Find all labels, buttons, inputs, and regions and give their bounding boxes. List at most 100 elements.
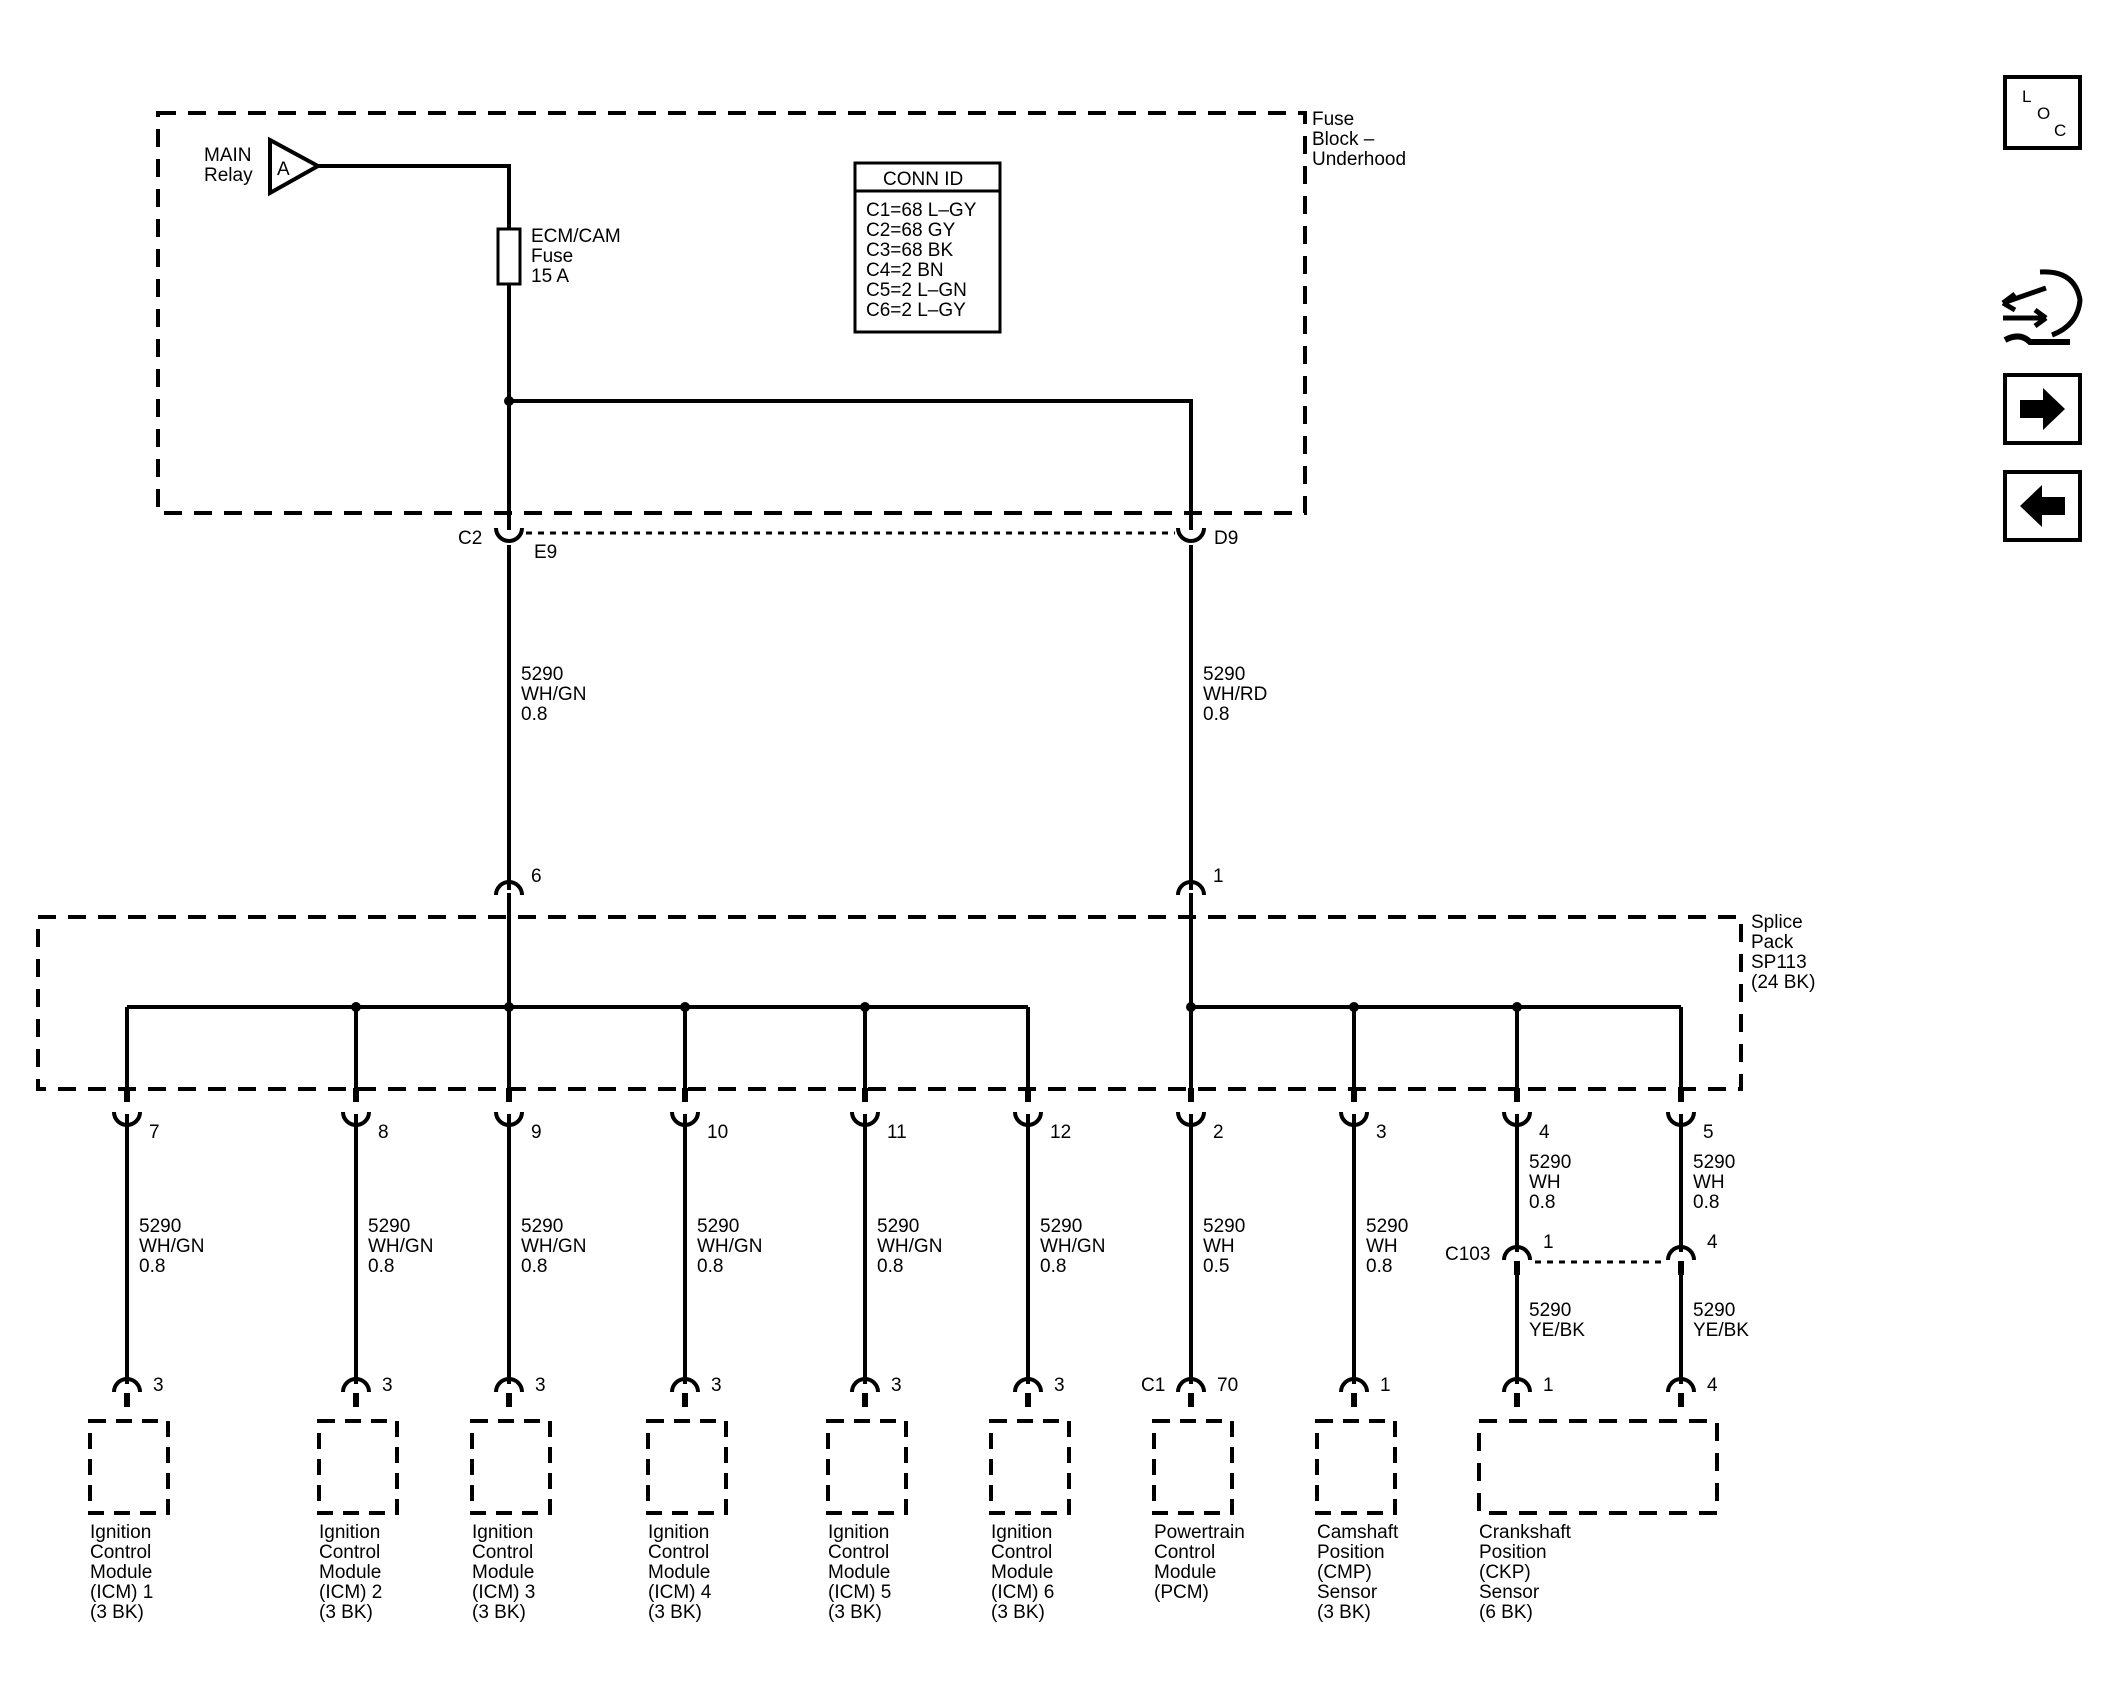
- terminal-stub: [1678, 1261, 1684, 1275]
- terminal-stub: [353, 1393, 359, 1407]
- svg-text:5290 WH/RD 0.8: 5290 WH/RD 0.8: [1203, 664, 1273, 725]
- terminal-stub: [1514, 1088, 1520, 1102]
- previous-arrow-icon[interactable]: [2003, 470, 2082, 542]
- component-box: [826, 1419, 908, 1515]
- inline-connector-top: [1666, 1245, 1696, 1261]
- inline-connector-top: [1502, 1245, 1532, 1261]
- component-pin-label: 3: [711, 1375, 722, 1396]
- svg-text:L: L: [2022, 87, 2031, 106]
- component-box: [1152, 1419, 1234, 1515]
- component-connector: [494, 1377, 524, 1393]
- terminal-stub: [862, 1088, 868, 1102]
- splice-output-pin: 9: [531, 1122, 542, 1143]
- main-relay-label: MAIN Relay: [204, 145, 257, 186]
- splice-output-pin: 12: [1050, 1122, 1071, 1143]
- component-pin-label: 1: [1543, 1375, 1554, 1396]
- fuse-block-outline: [156, 111, 1307, 515]
- terminal-stub: [682, 1088, 688, 1102]
- splice-in-left-pin: 6: [531, 866, 542, 887]
- component-connector: [850, 1377, 880, 1393]
- splice-output-pin: 11: [887, 1122, 907, 1143]
- conn-id-table: CONN ID C1=68 L–GY C2=68 GY C3=68 BK C4=…: [853, 161, 1002, 334]
- component-connector: [1339, 1377, 1369, 1393]
- ckp-sensor: Crankshaft Position (CKP) Sensor (6 BK): [1477, 1419, 1719, 1623]
- terminal-stub: [1025, 1393, 1031, 1407]
- component-pin-label: 3: [535, 1375, 546, 1396]
- e9-pin-label: E9: [534, 542, 557, 563]
- main-relay-terminal: MAIN Relay A: [204, 136, 323, 197]
- component-connector: [670, 1377, 700, 1393]
- relay-pin-label: A: [277, 159, 290, 180]
- inline-connector-label: C103: [1445, 1244, 1490, 1265]
- inline-pin-label: 4: [1707, 1232, 1718, 1253]
- fuse-block-connector-c2: C2 E9 D9: [458, 512, 1238, 563]
- feed-wire-right: 5290 WH/RD 0.8: [1189, 545, 1273, 890]
- component-connector: [1666, 1377, 1696, 1393]
- component-box: [88, 1419, 170, 1515]
- component-box: [470, 1419, 552, 1515]
- nav-panel: L O C: [2001, 75, 2083, 542]
- feed-wire-left: 5290 WH/GN 0.8: [507, 545, 592, 890]
- terminal-stub: [506, 1088, 512, 1102]
- component-pin-label: 4: [1707, 1375, 1718, 1396]
- conn-id-rows: C1=68 L–GY C2=68 GY C3=68 BK C4=2 BN C5=…: [866, 200, 981, 321]
- svg-text:5290 WH/GN 0.8: 5290 WH/GN 0.8: [521, 664, 592, 725]
- conn-id-title: CONN ID: [883, 169, 963, 190]
- splice-pack-outline: [36, 915, 1743, 1091]
- terminal-stub: [682, 1393, 688, 1407]
- splice-pack-label: Splice Pack SP113 (24 BK): [1751, 912, 1815, 993]
- splice-output-pin: 3: [1376, 1122, 1387, 1143]
- component-connector: [1176, 1377, 1206, 1393]
- component-connector: [1502, 1377, 1532, 1393]
- splice-output-pin: 7: [149, 1122, 160, 1143]
- ckp-sensor-label: Crankshaft Position (CKP) Sensor (6 BK): [1479, 1522, 1576, 1623]
- terminal-stub: [1188, 1393, 1194, 1407]
- schematic-icon[interactable]: [2001, 269, 2083, 345]
- terminal-stub: [353, 1088, 359, 1102]
- component-box: [989, 1419, 1071, 1515]
- next-arrow-icon[interactable]: [2003, 373, 2082, 445]
- c2-conn-label: C2: [458, 528, 482, 549]
- terminal-stub: [1351, 1088, 1357, 1102]
- terminal-stub: [1514, 1393, 1520, 1407]
- fuse-block-label: Fuse Block – Underhood: [1312, 109, 1406, 170]
- splice-pack: Splice Pack SP113 (24 BK) 6 1: [36, 866, 1815, 1091]
- component-pin-label: 70: [1217, 1375, 1238, 1396]
- component-connector-label: C1: [1141, 1375, 1165, 1396]
- fuse-block: Fuse Block – Underhood MAIN Relay A ECM/…: [156, 109, 1406, 515]
- terminal-stub: [862, 1393, 868, 1407]
- component-connector: [341, 1377, 371, 1393]
- terminal-stub: [1025, 1088, 1031, 1102]
- component-connector: [1013, 1377, 1043, 1393]
- terminal-stub: [1351, 1393, 1357, 1407]
- terminal-stub: [124, 1088, 130, 1102]
- component-pin-label: 1: [1380, 1375, 1391, 1396]
- splice-output-pin: 4: [1539, 1122, 1550, 1143]
- terminal-stub: [124, 1393, 130, 1407]
- component-box: [317, 1419, 399, 1515]
- component-pin-label: 3: [153, 1375, 164, 1396]
- loc-icon[interactable]: L O C: [2003, 75, 2082, 150]
- splice-output-pin: 8: [378, 1122, 389, 1143]
- terminal-stub: [1678, 1088, 1684, 1102]
- ckp-sensor-box: [1477, 1419, 1719, 1515]
